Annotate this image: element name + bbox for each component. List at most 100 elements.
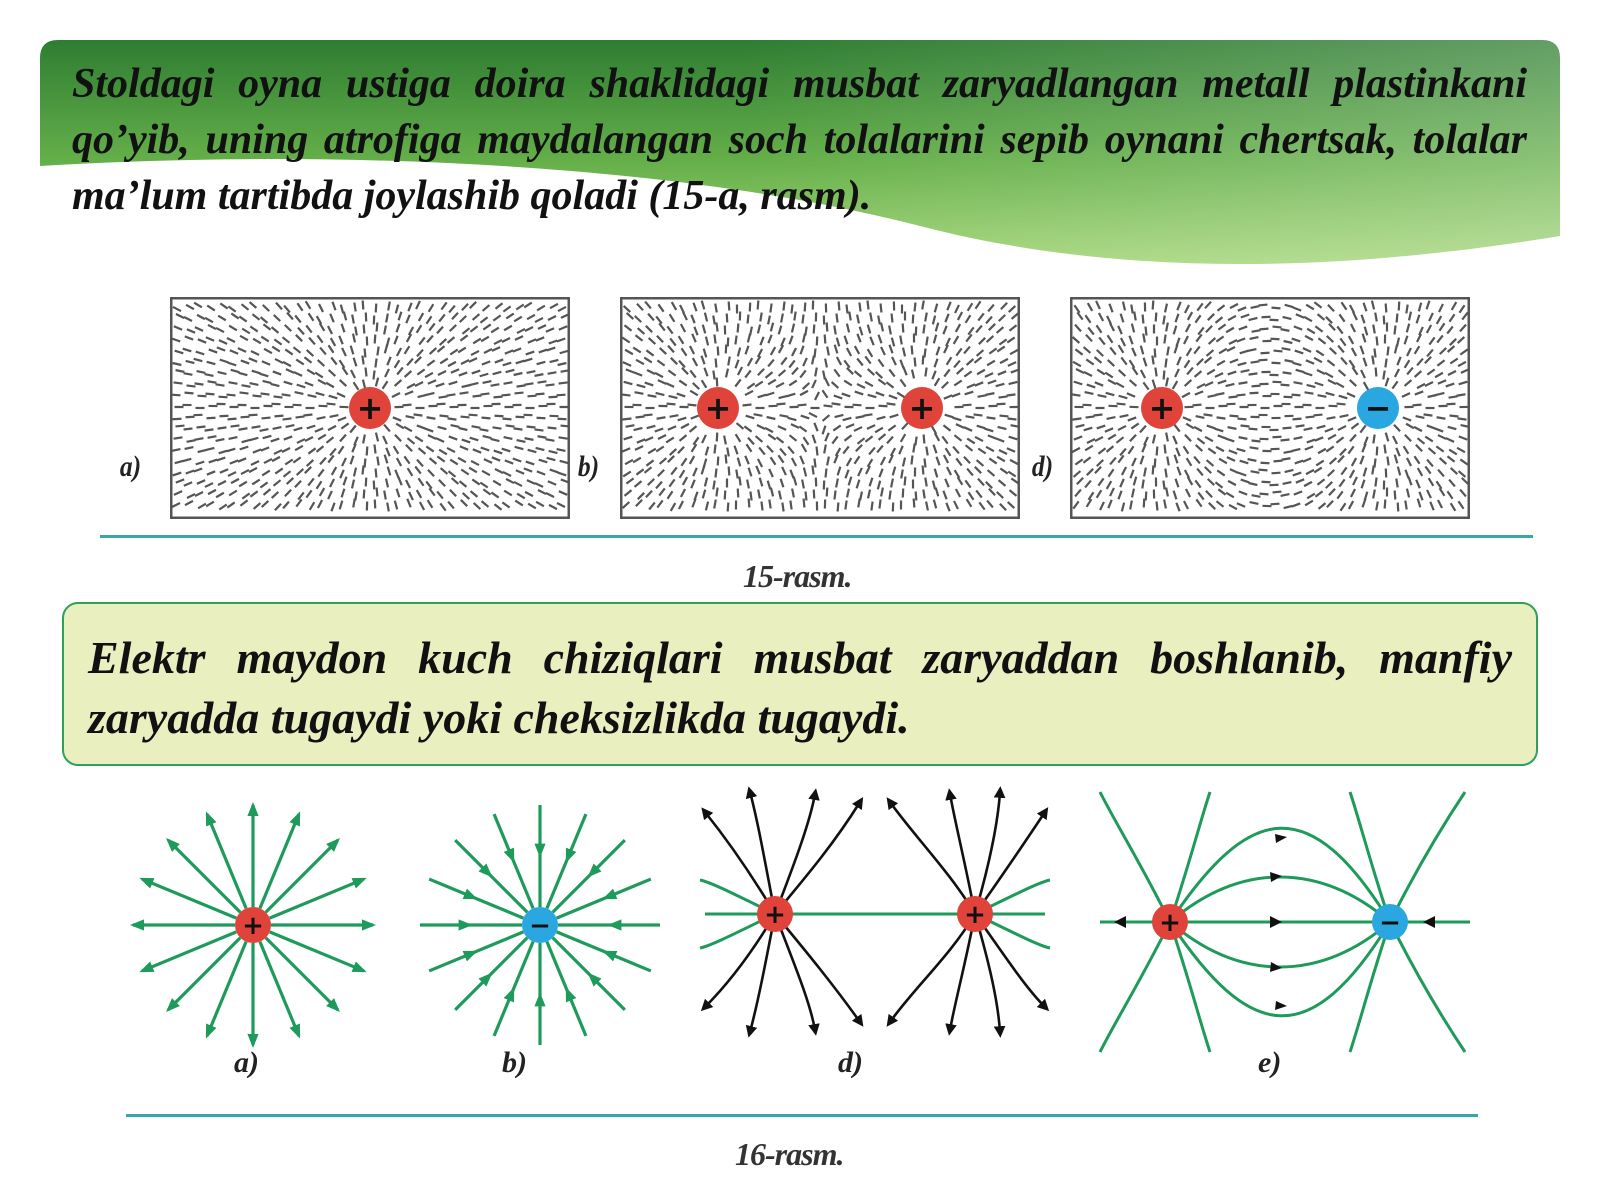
fiber (362, 324, 366, 334)
fiber (524, 490, 534, 498)
fiber (373, 444, 377, 454)
fiber (393, 500, 399, 510)
fiber (448, 324, 458, 332)
fiber (1194, 444, 1204, 452)
fiber (468, 466, 478, 474)
fiber (469, 325, 479, 333)
arrow (462, 888, 478, 900)
fiber (1128, 335, 1134, 345)
positive-charge: + (901, 387, 943, 429)
fiber (1304, 391, 1314, 395)
fiber (654, 371, 664, 379)
fiber (1239, 459, 1249, 465)
fiber (362, 434, 366, 444)
fiber (966, 302, 974, 312)
fiber (623, 380, 633, 386)
fiber (864, 380, 874, 388)
negative-charge: − (1357, 387, 1399, 429)
fiber (1128, 359, 1136, 369)
fiber (880, 346, 886, 356)
field-line (1168, 791, 1212, 923)
fiber (472, 502, 482, 510)
fiber (622, 305, 632, 313)
fiber (1174, 478, 1180, 488)
fiber (537, 380, 547, 384)
fiber (1247, 458, 1257, 462)
fiber (514, 445, 524, 451)
fiber (1237, 417, 1247, 421)
fiber (196, 313, 206, 321)
fiber (824, 358, 828, 368)
fiber (449, 489, 457, 497)
fiber (625, 368, 635, 374)
fiber (483, 348, 493, 354)
fiber (317, 378, 327, 386)
fiber (1416, 437, 1426, 445)
fiber (1395, 313, 1399, 323)
fiber (523, 301, 533, 309)
fiber (724, 368, 730, 378)
fiber (538, 348, 548, 354)
fiber (1186, 311, 1194, 321)
fiber (1206, 424, 1216, 430)
fiber (427, 468, 435, 478)
arrow (351, 961, 367, 973)
fiber (856, 437, 866, 445)
fiber (1251, 329, 1261, 333)
fiber (1007, 417, 1017, 421)
fiber (944, 413, 954, 419)
fiber (945, 502, 951, 512)
fiber (308, 501, 316, 511)
fiber (524, 382, 534, 386)
fiber (814, 367, 818, 377)
fiber (491, 456, 501, 462)
fiber (1280, 383, 1290, 387)
fiber (374, 432, 380, 442)
fiber (723, 490, 727, 500)
fiber (238, 427, 248, 431)
fiber (197, 394, 207, 398)
fiber (1306, 383, 1316, 389)
fiber (1144, 326, 1148, 336)
fiber (556, 447, 566, 453)
fiber (1295, 478, 1305, 484)
header-banner (40, 40, 1560, 265)
fiber (440, 301, 448, 311)
fiber (1427, 447, 1437, 455)
fiber (877, 358, 885, 368)
fiber (756, 300, 760, 310)
fiber (1225, 491, 1235, 499)
fiber (414, 356, 422, 364)
fiber (1153, 348, 1157, 358)
fiber (481, 360, 491, 366)
fiber (691, 498, 697, 508)
fiber (405, 333, 413, 343)
fiber (1184, 488, 1192, 498)
fiber (249, 325, 259, 333)
fiber (995, 437, 1005, 443)
fiber (1284, 359, 1294, 363)
fiber (1006, 393, 1016, 397)
fiber (186, 439, 196, 443)
fiber (942, 490, 948, 500)
fiber (237, 457, 247, 463)
fiber (373, 334, 377, 344)
fiber (1406, 347, 1412, 357)
fiber (1336, 402, 1346, 406)
fiber (780, 356, 788, 366)
fiber (692, 436, 700, 446)
fiber (204, 316, 214, 324)
fiber (260, 500, 270, 508)
fiber (1083, 371, 1093, 377)
arrow (1114, 916, 1126, 928)
fiber (945, 337, 951, 347)
fiber (413, 413, 423, 417)
fiber (303, 356, 313, 364)
fiber (352, 381, 360, 391)
fiber (527, 448, 537, 454)
fiber (1259, 492, 1269, 496)
fiber (880, 487, 884, 497)
fiber (559, 349, 569, 355)
fiber (824, 432, 830, 442)
fiber (826, 456, 830, 466)
